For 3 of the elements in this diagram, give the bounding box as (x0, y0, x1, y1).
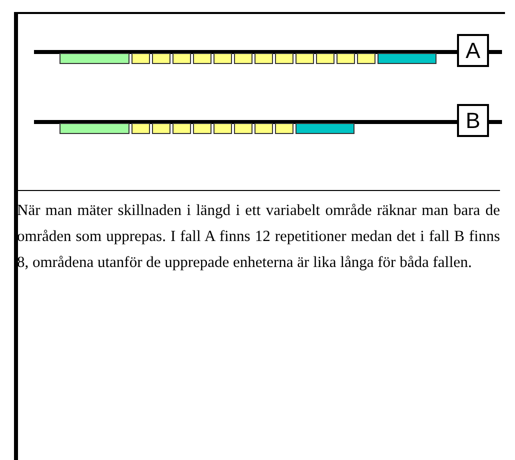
label-box: A (457, 34, 489, 67)
caption: När man mäter skillnaden i längd i ett variabelt område räknar man bara de områden som upprepas. I fall A finns 12 repetitioner medan det i fall B finns 8, områdena utanför de upprepade enheterna är lika långa för båda fallen. (17, 201, 500, 273)
label-box: B (457, 104, 489, 137)
